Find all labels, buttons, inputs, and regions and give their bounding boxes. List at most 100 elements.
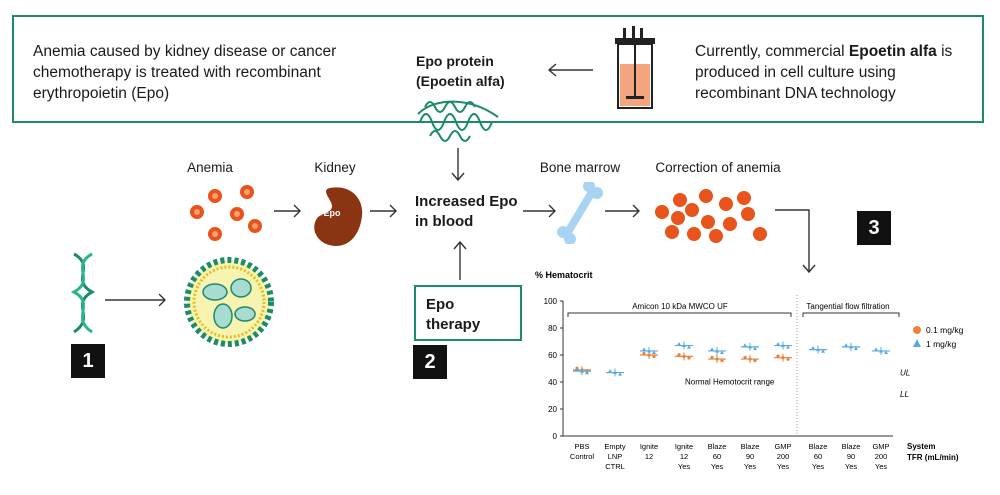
- arrow-protein-down: [451, 148, 465, 182]
- region-left-bracket: [567, 312, 792, 317]
- ll-label: LL: [900, 390, 909, 399]
- x-tick-label: 90: [847, 452, 855, 461]
- banner-left-text: Anemia caused by kidney disease or cance…: [33, 43, 337, 102]
- data-point: [710, 347, 714, 351]
- y-tick-label: 40: [548, 378, 557, 387]
- x-tick-label-tfr: Yes: [875, 462, 887, 471]
- data-point: [743, 343, 747, 347]
- legend-marker: [913, 326, 921, 334]
- x-tick-label: 200: [777, 452, 790, 461]
- x-tick-label: 60: [814, 452, 822, 461]
- x-tick-label: PBS: [574, 442, 589, 451]
- x-tick-label-tfr: Yes: [744, 462, 756, 471]
- kidney-icon: [314, 187, 363, 246]
- data-point: [786, 357, 790, 361]
- data-point: [715, 348, 719, 353]
- data-point: [879, 348, 883, 353]
- data-point: [642, 351, 646, 355]
- arrow-dna-to-lnp: [105, 293, 166, 307]
- step-3-badge: 3: [857, 211, 891, 245]
- data-point: [776, 341, 780, 346]
- legend-label: 0.1 mg/kg: [926, 325, 964, 335]
- bone-marrow-label: Bone marrow: [539, 160, 621, 175]
- x-tick-label: 90: [746, 452, 754, 461]
- row-header-tfr: TFR (mL/min): [907, 453, 959, 462]
- data-point: [652, 350, 656, 355]
- data-point: [618, 372, 622, 376]
- data-point: [715, 357, 719, 361]
- data-point: [849, 344, 853, 349]
- data-point: [753, 359, 757, 363]
- top-banner: [12, 15, 984, 123]
- x-tick-label: Blaze: [708, 442, 727, 451]
- x-tick-label: GMP: [774, 442, 791, 451]
- data-point: [781, 356, 785, 360]
- step-1-badge: 1: [71, 344, 105, 378]
- x-tick-label-tfr: Yes: [845, 462, 857, 471]
- data-point: [613, 370, 617, 375]
- x-tick-label: GMP: [872, 442, 889, 451]
- data-point: [585, 370, 589, 375]
- y-tick-label: 0: [553, 432, 558, 441]
- data-point: [682, 343, 686, 348]
- data-point: [720, 350, 724, 355]
- data-point: [781, 343, 785, 348]
- data-point: [682, 354, 686, 358]
- data-point: [811, 346, 815, 350]
- x-tick-label-tfr: Yes: [711, 462, 723, 471]
- ul-label: UL: [900, 368, 910, 377]
- data-point: [821, 349, 825, 353]
- arrow-therapy-up: [453, 240, 467, 280]
- data-point: [874, 347, 878, 351]
- x-tick-label: 12: [680, 452, 688, 461]
- arrow-blood-to-marrow: [523, 204, 556, 218]
- data-point: [748, 357, 752, 361]
- data-point: [575, 367, 579, 372]
- anemia-rbc-icon: [190, 185, 262, 241]
- x-tick-label-tfr: Yes: [678, 462, 690, 471]
- data-point: [776, 354, 780, 358]
- data-point: [753, 346, 757, 350]
- dna-helix-icon: [70, 252, 96, 334]
- data-point: [677, 353, 681, 357]
- x-tick-label: 200: [875, 452, 888, 461]
- y-tick-label: 80: [548, 324, 557, 333]
- region-left-label: Amicon 10 kDa MWCO UF: [632, 302, 728, 311]
- arrow-kidney-to-blood: [370, 204, 397, 218]
- data-point: [608, 368, 612, 373]
- y-tick-label: 60: [548, 351, 557, 360]
- protein-structure-icon: [417, 100, 499, 142]
- data-point: [642, 347, 646, 351]
- arrow-correction-to-chart: [775, 209, 816, 274]
- region-right-bracket: [802, 312, 900, 317]
- data-point: [647, 353, 651, 357]
- kidney-label: Kidney: [314, 160, 356, 175]
- region-right-label: Tangential flow filtration: [806, 302, 889, 311]
- correction-rbc-icon: [655, 189, 767, 243]
- protein-label: Epo protein (Epoetin alfa): [416, 53, 505, 89]
- x-tick-label: LNP: [608, 452, 623, 461]
- y-tick-label: 20: [548, 405, 557, 414]
- banner-right-text: Currently, commercial Epoetin alfa is pr…: [695, 43, 953, 102]
- data-point: [687, 345, 691, 349]
- step-2-badge: 2: [413, 345, 447, 379]
- arrow-anemia-to-kidney: [274, 204, 301, 218]
- x-tick-label: Control: [570, 452, 595, 461]
- data-point: [687, 356, 691, 360]
- data-point: [647, 348, 651, 353]
- x-tick-label: Blaze: [741, 442, 760, 451]
- x-tick-label: Ignite: [675, 442, 693, 451]
- x-tick-label: Empty: [604, 442, 626, 451]
- legend-label: 1 mg/kg: [926, 339, 957, 349]
- x-tick-label: Blaze: [842, 442, 861, 451]
- arrow-marrow-to-correction: [605, 204, 640, 218]
- data-point: [720, 359, 724, 363]
- arrow-flask-to-protein: [547, 63, 593, 77]
- bioreactor-flask-icon: [615, 26, 655, 109]
- x-tick-label: 12: [645, 452, 653, 461]
- x-tick-label-tfr: Yes: [777, 462, 789, 471]
- lipid-nanoparticle-icon: [184, 257, 274, 347]
